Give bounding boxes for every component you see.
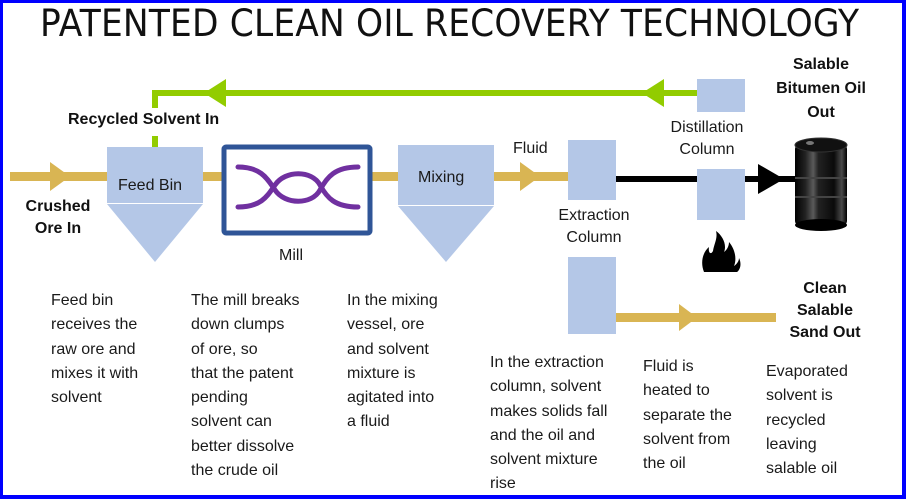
mill-box: [221, 144, 373, 236]
mixing-label: Mixing: [418, 169, 465, 186]
desc-line: salable oil: [766, 460, 838, 478]
crushed-ore-in-line-2: Ore In: [34, 220, 82, 237]
mill-blades-icon: [235, 164, 361, 210]
desc-line: separate the: [643, 406, 732, 424]
desc-line: solvent from: [643, 430, 731, 448]
fluid-label: Fluid: [513, 140, 548, 157]
desc-line: that the patent: [191, 364, 294, 382]
desc-line: better dissolve: [191, 437, 295, 455]
distillation-column-top: [697, 79, 745, 112]
desc-line: makes solids fall: [490, 402, 608, 420]
bitumen-out-line-3: Out: [807, 104, 835, 121]
desc-line: Evaporated: [766, 363, 848, 380]
desc-line: solvent can: [191, 413, 272, 431]
recycled-solvent-in-label: Recycled Solvent In: [68, 111, 220, 128]
crushed-ore-in-label: Crushed Ore In: [18, 196, 98, 240]
desc-line: heated to: [643, 382, 710, 400]
desc-line: rise: [490, 475, 516, 493]
extraction-column-bottom: [568, 257, 616, 334]
oil-barrel-icon: [794, 137, 848, 231]
desc-line: column, solvent: [490, 378, 602, 396]
desc-line: In the extraction: [490, 354, 604, 371]
distillation-column-line-1: Distillation: [670, 119, 744, 136]
mixing-description: In the mixing vessel, ore and solvent mi…: [347, 289, 438, 435]
distillation-column-bottom: [697, 169, 745, 220]
feed-bin-label: Feed Bin: [118, 177, 183, 194]
ore-in-arrow-icon: [50, 162, 70, 191]
extraction-column-line-1: Extraction: [558, 207, 630, 224]
desc-line: pending: [191, 389, 248, 407]
desc-line: vessel, ore: [347, 316, 425, 334]
solvent-arrow-icon: [204, 79, 226, 107]
sand-out-line-1: Clean: [803, 280, 847, 297]
desc-line: down clumps: [191, 316, 285, 334]
oil-out-arrow-icon: [758, 164, 784, 194]
flame-icon: [702, 231, 741, 272]
clean-salable-sand-out-label: Clean Salable Sand Out: [778, 278, 872, 344]
mill-label: Mill: [279, 247, 303, 264]
desc-line: raw ore and: [51, 340, 136, 358]
bitumen-out-line-2: Bitumen Oil: [776, 80, 866, 97]
page-title: PATENTED CLEAN OIL RECOVERY TECHNOLOGY: [40, 2, 860, 45]
desc-line: solvent mixture: [490, 451, 598, 469]
desc-line: and the oil and: [490, 426, 595, 444]
desc-line: The mill breaks: [191, 292, 300, 309]
desc-line: In the mixing: [347, 292, 438, 309]
mixing-vessel: [398, 145, 494, 205]
distillation-column-label: Distillation Column: [658, 117, 756, 161]
desc-line: recycled: [766, 411, 826, 429]
desc-line: and solvent: [347, 340, 429, 358]
desc-line: of ore, so: [191, 340, 258, 358]
distillation-description: Fluid is heated to separate the solvent …: [643, 355, 732, 476]
extraction-description: In the extraction column, solvent makes …: [490, 351, 607, 497]
desc-line: agitated into: [347, 389, 435, 407]
solvent-recycle-drop: [152, 90, 158, 108]
desc-line: leaving: [766, 435, 817, 453]
mill-description: The mill breaks down clumps of ore, so t…: [191, 289, 299, 483]
feed-bin-description: Feed bin receives the raw ore and mixes …: [51, 289, 138, 410]
desc-line: mixes it with: [51, 364, 139, 382]
sand-out-line-2: Salable: [796, 302, 854, 319]
recycling-description: Evaporated solvent is recycled leaving s…: [766, 360, 848, 481]
extraction-column-label: Extraction Column: [548, 205, 640, 249]
extraction-column-top: [568, 140, 616, 200]
crushed-ore-in-line-1: Crushed: [25, 198, 91, 215]
salable-bitumen-oil-out-label: Salable Bitumen Oil Out: [766, 53, 876, 125]
sand-out-line-3: Sand Out: [789, 324, 861, 341]
solvent-arrow-right-icon: [642, 79, 664, 107]
desc-line: solvent is: [766, 387, 833, 405]
desc-line: the oil: [643, 455, 686, 473]
desc-line: Feed bin: [51, 292, 114, 309]
solvent-recycle-drop-lower: [152, 136, 158, 148]
extraction-column-line-2: Column: [566, 229, 622, 246]
desc-line: a fluid: [347, 413, 390, 431]
sand-out-arrow-icon: [679, 304, 697, 331]
desc-line: Fluid is: [643, 358, 694, 375]
feed-bin-hopper: [107, 204, 203, 262]
distillation-column-line-2: Column: [679, 141, 735, 158]
desc-line: mixture is: [347, 364, 416, 382]
feed-bin-vessel: [107, 147, 203, 203]
bitumen-out-line-1: Salable: [792, 56, 850, 73]
desc-line: the crude oil: [191, 462, 279, 480]
fluid-arrow-icon: [520, 162, 540, 191]
solvent-recycle-line: [152, 90, 698, 96]
mixing-hopper: [398, 206, 494, 262]
desc-line: solvent: [51, 389, 102, 407]
desc-line: receives the: [51, 316, 138, 334]
